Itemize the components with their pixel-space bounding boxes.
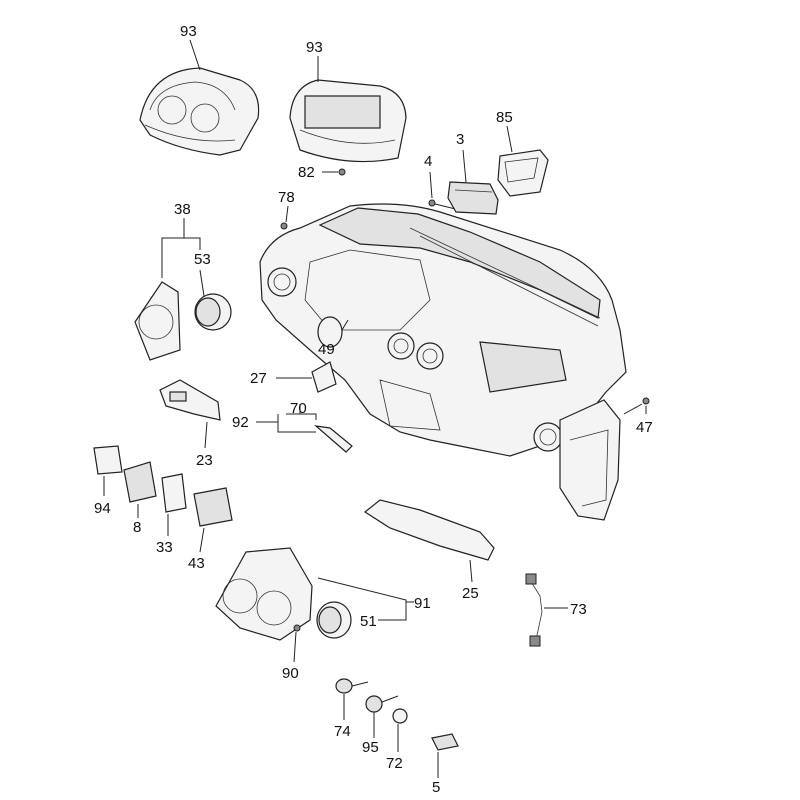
label-43: 43 xyxy=(188,555,205,572)
part-74-bulb-socket xyxy=(335,678,369,694)
label-95: 95 xyxy=(362,739,379,756)
label-4: 4 xyxy=(424,153,432,170)
part-3-switch-pod xyxy=(447,181,499,215)
part-82-screw xyxy=(338,168,346,176)
label-91: 91 xyxy=(414,595,431,612)
label-90: 90 xyxy=(282,665,299,682)
label-93-right: 93 xyxy=(306,39,323,56)
part-43-switch xyxy=(193,487,233,527)
part-38-gauge-bezel xyxy=(134,281,181,361)
leader-lines xyxy=(103,39,647,778)
part-47-screw xyxy=(642,397,650,405)
label-23: 23 xyxy=(196,452,213,469)
part-5-bulb-socket xyxy=(431,733,459,751)
part-53-gauge xyxy=(194,293,232,331)
label-38: 38 xyxy=(174,201,191,218)
part-27-cover xyxy=(311,361,337,393)
label-3: 3 xyxy=(456,131,464,148)
instrument-panel-body xyxy=(259,203,627,521)
label-27: 27 xyxy=(250,370,267,387)
part-8-switch xyxy=(123,461,157,503)
part-93-cluster-hood-left xyxy=(139,67,260,156)
label-33: 33 xyxy=(156,539,173,556)
label-51: 51 xyxy=(360,613,377,630)
part-70-vent-strip xyxy=(314,425,353,453)
label-53: 53 xyxy=(194,251,211,268)
label-47: 47 xyxy=(636,419,653,436)
label-25: 25 xyxy=(462,585,479,602)
part-33-switch xyxy=(161,473,187,513)
label-72: 72 xyxy=(386,755,403,772)
part-72-bulb xyxy=(392,708,408,724)
label-49: 49 xyxy=(318,341,335,358)
part-85-pocket xyxy=(497,149,549,197)
part-25-trim-strip xyxy=(363,499,495,561)
label-85: 85 xyxy=(496,109,513,126)
part-94-switch xyxy=(93,445,123,475)
part-23-trim xyxy=(159,379,221,421)
label-74: 74 xyxy=(334,723,351,740)
label-78: 78 xyxy=(278,189,295,206)
part-49-knob xyxy=(317,316,343,348)
label-5: 5 xyxy=(432,779,440,796)
part-73-cable xyxy=(525,573,543,647)
part-78-screw xyxy=(280,222,288,230)
part-95-bulb-socket xyxy=(365,695,399,713)
label-70: 70 xyxy=(290,400,307,417)
part-51-gauge xyxy=(316,601,352,639)
label-92: 92 xyxy=(232,414,249,431)
label-8: 8 xyxy=(133,519,141,536)
label-93-left: 93 xyxy=(180,23,197,40)
part-93-cluster-hood-right xyxy=(289,79,407,163)
label-73: 73 xyxy=(570,601,587,618)
part-91-gauge-panel xyxy=(215,547,313,641)
label-94: 94 xyxy=(94,500,111,517)
part-90-screw xyxy=(293,624,301,632)
label-82: 82 xyxy=(298,164,315,181)
